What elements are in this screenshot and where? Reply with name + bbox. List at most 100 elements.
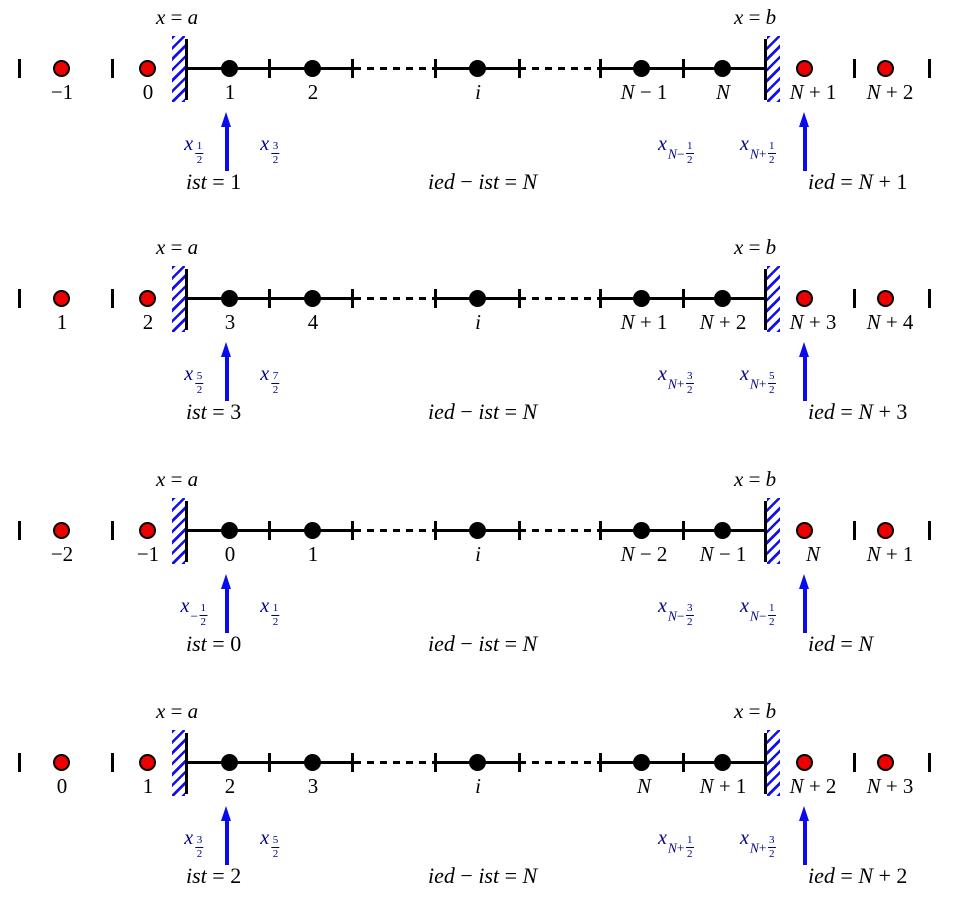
arrow-shaft	[803, 588, 807, 633]
right-wall-hatching	[767, 36, 780, 102]
interior-node-dot	[633, 60, 650, 77]
ghost-node-dot	[877, 522, 894, 539]
interior-node-dot	[469, 290, 486, 307]
interior-node-dot	[221, 290, 238, 307]
ist-equation-label: ist = 3	[186, 399, 242, 424]
cell-face-tick	[518, 59, 521, 78]
axis-solid-segment	[188, 529, 354, 532]
interior-node-dot	[469, 754, 486, 771]
right-wall-position-label: x = b	[734, 467, 777, 491]
axis-dashed-segment	[354, 297, 437, 300]
arrow-shaft	[225, 356, 229, 401]
ghost-node-dot	[796, 754, 813, 771]
ghost-node-dot	[877, 290, 894, 307]
node-index-label: 2	[307, 80, 319, 104]
node-index-label: N + 2	[866, 80, 914, 104]
node-index-label: 0	[142, 80, 154, 104]
cell-face-tick	[682, 753, 685, 772]
left-wall-hatching	[172, 730, 185, 796]
right-wall-line	[764, 501, 768, 562]
ied-minus-ist-equation-label: ied − ist = N	[428, 169, 538, 194]
arrow-head-icon	[799, 342, 810, 357]
ghost-cell-face-tick	[928, 521, 931, 540]
left-wall-line	[185, 39, 189, 100]
axis-dashed-segment	[354, 761, 437, 764]
ied-minus-ist-equation-label: ied − ist = N	[428, 863, 538, 888]
node-index-label: 0	[56, 774, 68, 798]
interior-node-dot	[714, 754, 731, 771]
node-index-label: N + 4	[866, 310, 914, 334]
node-index-label: N + 1	[620, 310, 668, 334]
arrow-shaft	[803, 356, 807, 401]
node-index-label: 1	[307, 542, 319, 566]
node-index-label: N + 2	[699, 310, 747, 334]
node-index-label: −1	[136, 542, 160, 566]
node-index-label: 1	[224, 80, 236, 104]
interior-node-dot	[304, 522, 321, 539]
arrow-shaft	[225, 126, 229, 171]
node-index-label: N	[715, 80, 731, 104]
ghost-node-dot	[796, 290, 813, 307]
interior-node-dot	[714, 522, 731, 539]
ghost-node-dot	[53, 290, 70, 307]
ied-minus-ist-equation-label: ied − ist = N	[428, 631, 538, 656]
node-index-label: 1	[142, 774, 154, 798]
interior-node-dot	[304, 290, 321, 307]
ghost-node-dot	[796, 60, 813, 77]
cell-face-tick	[518, 289, 521, 308]
cell-face-tick	[599, 59, 602, 78]
interior-node-dot	[633, 290, 650, 307]
ghost-cell-face-tick	[853, 289, 856, 308]
cell-face-tick	[682, 521, 685, 540]
node-index-label: 0	[224, 542, 236, 566]
node-index-label: N + 3	[866, 774, 914, 798]
ghost-cell-face-tick	[853, 59, 856, 78]
cell-face-tick	[268, 59, 271, 78]
arrow-head-icon	[221, 342, 232, 357]
node-index-label: i	[475, 80, 481, 104]
arrow-head-icon	[221, 574, 232, 589]
left-wall-position-label: x = a	[156, 699, 199, 723]
node-index-label: N + 1	[866, 542, 914, 566]
ghost-cell-face-tick	[928, 59, 931, 78]
ghost-cell-face-tick	[853, 753, 856, 772]
node-index-label: N	[805, 542, 821, 566]
interior-node-dot	[714, 60, 731, 77]
ghost-cell-face-tick	[18, 753, 21, 772]
interior-node-dot	[714, 290, 731, 307]
ied-minus-ist-equation-label: ied − ist = N	[428, 399, 538, 424]
axis-dashed-segment	[519, 297, 601, 300]
node-index-label: N − 1	[699, 542, 747, 566]
arrow-shaft	[225, 588, 229, 633]
ghost-cell-face-tick	[18, 521, 21, 540]
right-wall-position-label: x = b	[734, 699, 777, 723]
ist-equation-label: ist = 1	[186, 169, 242, 194]
ist-equation-label: ist = 2	[186, 863, 242, 888]
axis-dashed-segment	[519, 761, 601, 764]
cell-face-tick	[599, 289, 602, 308]
arrow-shaft	[803, 126, 807, 171]
ied-equation-label: ied = N + 1	[808, 169, 908, 194]
cell-face-tick	[434, 289, 437, 308]
node-index-label: N − 2	[620, 542, 668, 566]
node-index-label: N + 2	[789, 774, 837, 798]
node-index-label: 1	[56, 310, 68, 334]
ghost-node-dot	[53, 754, 70, 771]
ghost-cell-face-tick	[18, 59, 21, 78]
right-wall-hatching	[767, 498, 780, 564]
interior-node-dot	[304, 754, 321, 771]
cell-face-tick	[351, 521, 354, 540]
grid-row: x = a x = b	[0, 462, 958, 692]
node-index-label: N − 1	[620, 80, 668, 104]
node-index-label: N + 1	[699, 774, 747, 798]
